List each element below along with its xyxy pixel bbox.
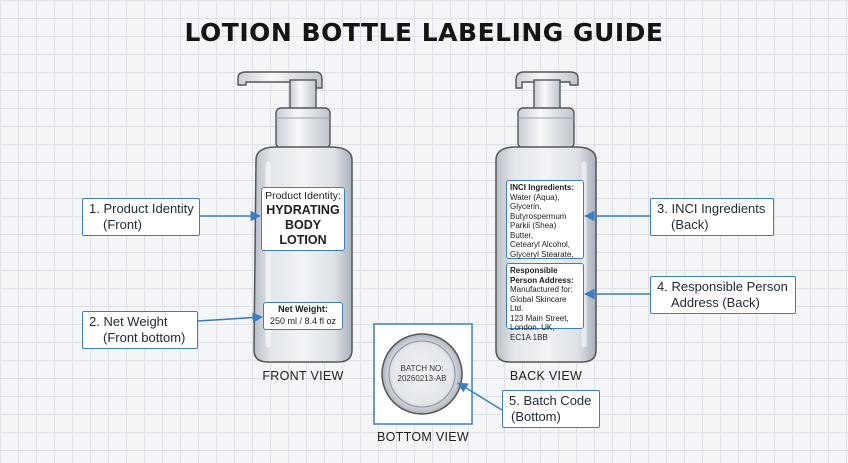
rp-line: Manufactured for: — [510, 285, 573, 294]
callout-net-weight: 2. Net Weight (Front bottom) — [82, 311, 198, 349]
net-weight-heading: Net Weight: — [278, 304, 328, 314]
rp-heading-line-1: Responsible — [510, 266, 558, 275]
inci-line: Butyrospermum — [510, 211, 567, 221]
callout-responsible-person: 4. Responsible Person Address (Back) — [650, 276, 796, 314]
identity-name-line-3: LOTION — [279, 233, 327, 247]
callout-line-2: (Front) — [103, 217, 142, 232]
inci-line: Glyceryl Stearate, — [510, 249, 574, 259]
bottom-view-label: BOTTOM VIEW — [377, 430, 469, 444]
callout-line-2: (Back) — [671, 217, 709, 232]
callout-product-identity: 1. Product Identity (Front) — [82, 198, 200, 236]
inci-heading: INCI Ingredients: — [510, 183, 575, 192]
identity-heading: Product Identity: — [265, 190, 341, 202]
net-weight-label: Net Weight: 250 ml / 8.4 fl oz — [263, 302, 343, 330]
batch-code-text: BATCH NO: 20260213-AB — [388, 364, 456, 384]
batch-label: BATCH NO: — [400, 364, 444, 373]
callout-arrow-2 — [197, 312, 264, 323]
rp-line: London, UK, — [510, 323, 555, 332]
identity-name-line-2: BODY — [284, 218, 322, 232]
responsible-person-label: Responsible Person Address: Manufactured… — [506, 263, 584, 342]
callout-line-1: 4. Responsible Person — [657, 279, 788, 294]
inci-line: Water (Aqua), — [510, 192, 560, 202]
callout-line-1: 3. INCI Ingredients — [657, 201, 766, 216]
page-title: LOTION BOTTLE LABELING GUIDE — [184, 18, 664, 47]
rp-heading-line-2: Person Address: — [510, 275, 574, 285]
product-identity-label: Product Identity: HYDRATING BODY LOTION — [261, 187, 345, 251]
front-view-label: FRONT VIEW — [262, 369, 344, 383]
inci-line: Glycerin, — [510, 202, 542, 211]
callout-inci-ingredients: 3. INCI Ingredients (Back) — [650, 198, 774, 236]
inci-line: Parkii (Shea) Butter, — [510, 221, 557, 240]
callout-line-2: (Bottom) — [511, 409, 561, 424]
bottom-view-panel — [373, 323, 473, 425]
callout-line-2: Address (Back) — [671, 295, 760, 310]
rp-line: EC1A 1BB — [510, 332, 548, 342]
callout-line-1: 1. Product Identity — [89, 201, 194, 216]
identity-name-line-1: HYDRATING — [266, 203, 340, 217]
callout-arrow-5 — [457, 382, 503, 411]
batch-value: 20260213-AB — [397, 374, 447, 383]
inci-line: Cetearyl Alcohol, — [510, 240, 571, 249]
callout-line-2: (Front bottom) — [103, 330, 186, 345]
callout-batch-code: 5. Batch Code (Bottom) — [502, 390, 600, 428]
rp-line: Global Skincare Ltd. — [510, 294, 567, 314]
inci-ingredients-label: INCI Ingredients: Water (Aqua), Glycerin… — [506, 180, 584, 268]
rp-line: 123 Main Street, — [510, 313, 569, 323]
callout-line-1: 5. Batch Code — [509, 393, 592, 408]
net-weight-value: 250 ml / 8.4 fl oz — [269, 316, 337, 326]
back-view-label: BACK VIEW — [509, 369, 583, 383]
callout-line-1: 2. Net Weight — [89, 314, 168, 329]
